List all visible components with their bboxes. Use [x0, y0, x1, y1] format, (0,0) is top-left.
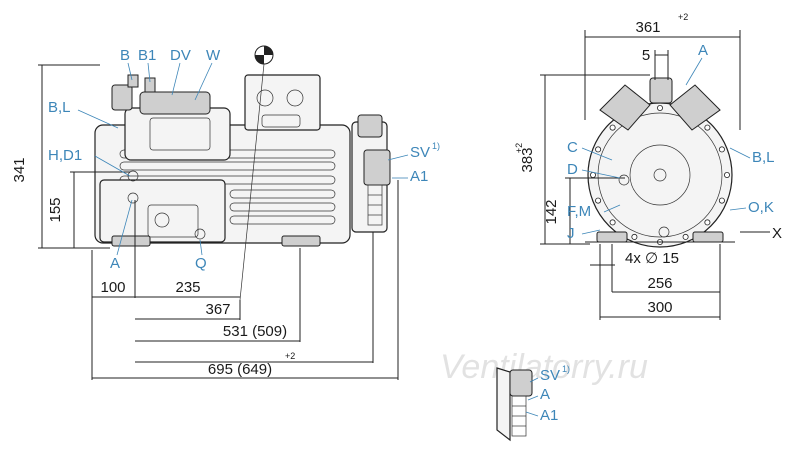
label-a-left: A [110, 255, 120, 272]
inset-label-sv: SV [540, 367, 560, 384]
valve-plate [139, 91, 211, 115]
flange-bolt [631, 233, 638, 240]
flange-bolt [609, 219, 616, 226]
dim-width-256: 256 [647, 275, 672, 292]
front-foot-right [692, 231, 724, 243]
dim-width-361: 361 [635, 19, 660, 36]
dim-mount-holes: 4x ∅ 15 [625, 250, 679, 267]
flange-bolts [590, 105, 731, 245]
cylinder-bank-right [669, 84, 721, 131]
flange-bolt [704, 124, 711, 131]
inset-cover [496, 367, 511, 442]
inset-detail: SV 1) A A1 [496, 364, 570, 442]
label-sv-sup: 1) [432, 141, 440, 151]
inset-valve [509, 369, 533, 397]
foot-left [111, 235, 151, 247]
label-bl-left: B,L [48, 99, 71, 116]
terminal-box [244, 74, 321, 131]
cylinder-head [124, 107, 231, 161]
dim-height-383-tolerance: +2 [514, 143, 524, 153]
inset-label-a: A [540, 386, 550, 403]
flange-bolt [718, 146, 725, 153]
side-dimension-text: 341 155 100 235 367 531 (509) 695 (649) … [11, 157, 295, 378]
front-dimension-text: 361 +2 5 383 +2 142 4x ∅ 15 256 300 [514, 12, 688, 316]
label-a1: A1 [410, 168, 428, 185]
label-x: X [772, 225, 782, 242]
front-view [585, 77, 735, 248]
cylinder-bank-left [599, 84, 651, 131]
center-of-gravity-symbol [239, 45, 274, 301]
dim-length-235: 235 [175, 279, 200, 296]
label-sv: SV [410, 144, 430, 161]
dim-height-383: 383 [519, 147, 536, 172]
dim-height-142: 142 [543, 199, 560, 224]
label-c: C [567, 139, 578, 156]
label-bl-right: B,L [752, 149, 775, 166]
flange-bolt [704, 219, 711, 226]
dim-width-300: 300 [647, 299, 672, 316]
label-b: B [120, 47, 130, 64]
label-q: Q [195, 255, 207, 272]
label-w: W [206, 47, 221, 64]
dim-width-361-tolerance: +2 [678, 12, 688, 22]
dim-height-155: 155 [47, 197, 64, 222]
dim-length-695-tolerance: +2 [285, 351, 295, 361]
front-connection-labels: A C D B,L F,M J O,K X [567, 42, 782, 242]
label-ok: O,K [748, 199, 774, 216]
flange-bolt [718, 197, 725, 204]
label-fm: F,M [567, 203, 591, 220]
flange-bolt [682, 233, 689, 240]
foot-right [281, 235, 321, 247]
label-b1: B1 [138, 47, 156, 64]
dim-length-100: 100 [100, 279, 125, 296]
side-dimension-lines [38, 64, 399, 380]
dim-length-695: 695 (649) [208, 361, 272, 378]
side-connection-labels: B B1 DV W B,L H,D1 A Q SV 1) A1 [48, 47, 440, 272]
service-valve [363, 149, 391, 186]
label-d: D [567, 161, 578, 178]
side-view [94, 45, 391, 301]
label-hd1: H,D1 [48, 147, 82, 164]
motor-end-flange [587, 102, 733, 248]
watermark: Ventilatorry.ru [440, 348, 648, 386]
flange-bolt [609, 124, 616, 131]
flange-bolt [590, 171, 597, 178]
flange-bolt [657, 105, 664, 112]
flange-bolt [724, 171, 731, 178]
inset-label-a1: A1 [540, 407, 558, 424]
inset-label-sv-sup: 1) [562, 364, 570, 374]
front-dimension-lines [540, 30, 770, 320]
label-a-right: A [698, 42, 708, 59]
dim-length-531: 531 (509) [223, 323, 287, 340]
dim-height-341: 341 [11, 157, 28, 182]
label-dv: DV [170, 47, 191, 64]
crankcase [99, 179, 226, 243]
flange-bolt [595, 146, 602, 153]
dim-width-5: 5 [642, 47, 650, 64]
dim-length-367: 367 [205, 301, 230, 318]
front-foot-left [596, 231, 628, 243]
flange-bolt [595, 197, 602, 204]
label-j: J [567, 225, 575, 242]
